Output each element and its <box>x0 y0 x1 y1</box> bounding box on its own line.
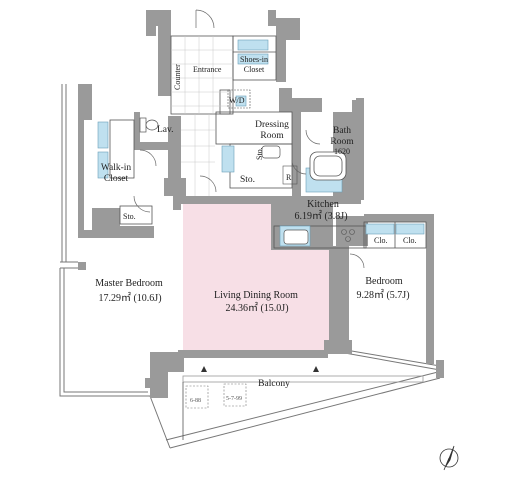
master-bedroom-label: Master Bedroom <box>95 278 163 289</box>
outdoor-unit-boxes <box>185 383 247 409</box>
sink-icon <box>261 145 309 245</box>
interior-lines <box>109 35 427 440</box>
dressing-room-label-2: Room <box>260 131 284 141</box>
outdoor-unit-label-1: 6-88 <box>190 398 201 404</box>
outdoor-unit-label-2: 5-7-99 <box>226 396 242 402</box>
door-swing-icon <box>133 9 365 269</box>
storage-label-center: Sto. <box>240 175 255 185</box>
kitchen-label: Kitchen <box>307 199 339 210</box>
lav-label: Lav. <box>157 125 174 135</box>
storage-label-vertical: Sto. <box>255 147 264 160</box>
window-markers <box>201 366 319 372</box>
washer-box <box>227 89 298 185</box>
storage-label-left: Sto. <box>123 212 136 221</box>
entrance-label: Entrance <box>193 65 222 74</box>
bath-room-label: Bath <box>333 126 351 136</box>
bath-size-label: 1620 <box>334 147 350 156</box>
stove-icon <box>341 229 355 242</box>
wd-label: W/D <box>229 96 245 105</box>
walls <box>78 10 444 398</box>
living-dining-label: Living Dining Room <box>214 290 298 301</box>
closet-label-2: Clo. <box>403 236 417 245</box>
bathtub-icon <box>309 151 347 181</box>
master-bedroom-area: 17.29㎡ (10.6J) <box>98 292 161 304</box>
living-floor-highlight <box>183 203 329 351</box>
shoes-in-closet-label-2: Closet <box>244 65 265 74</box>
toilet-icon <box>139 117 159 133</box>
bedroom-area: 9.28㎡ (5.7J) <box>356 289 409 301</box>
entrance-tile-grid <box>171 36 233 196</box>
kitchen-area: 6.19㎡ (3.8J) <box>294 210 347 222</box>
balcony-label: Balcony <box>258 379 290 389</box>
bedroom-label: Bedroom <box>365 276 402 287</box>
walk-in-closet-label: Walk-in <box>101 163 132 173</box>
living-dining-area: 24.36㎡ (15.0J) <box>225 302 288 314</box>
outline-lines <box>59 84 441 449</box>
shoes-in-closet-label: Shoes-in <box>240 55 268 64</box>
refrigerator-label: R <box>286 173 292 182</box>
north-arrow-icon <box>439 445 459 471</box>
closet-label-1: Clo. <box>374 236 388 245</box>
bath-room-label-2: Room <box>330 137 354 147</box>
dressing-room-label: Dressing <box>255 120 289 130</box>
walk-in-closet-label-2: Closet <box>104 174 129 184</box>
counter-label: Counter <box>173 64 182 90</box>
